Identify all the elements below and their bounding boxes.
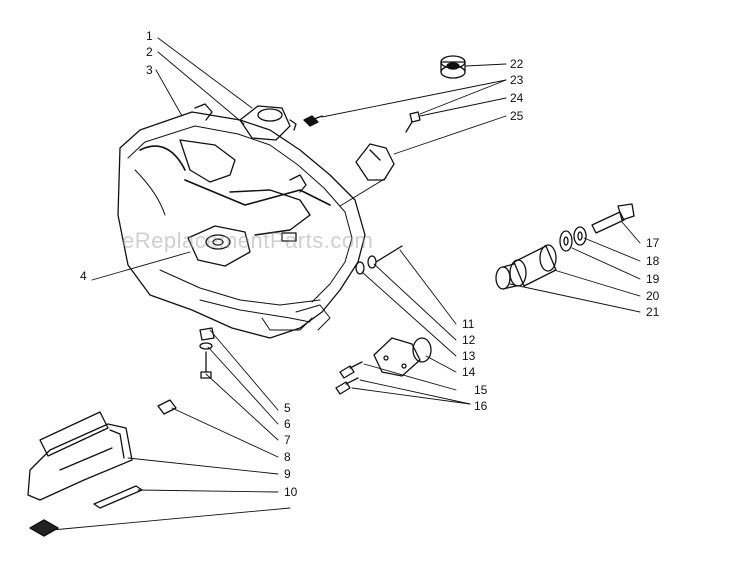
- callout-6: 6: [284, 417, 291, 431]
- main-housing: [118, 104, 365, 338]
- callout-9: 9: [284, 467, 291, 481]
- washer-part-19: [560, 231, 572, 251]
- callout-19: 19: [646, 272, 660, 286]
- callout-16: 16: [474, 399, 488, 413]
- pin-part-8: [158, 400, 176, 414]
- hardware-part-5-6-7: [200, 328, 214, 378]
- sleeve-part-21: [496, 264, 516, 289]
- mount-pad: [188, 226, 250, 266]
- pad-bottom: [30, 520, 58, 536]
- callout-13: 13: [462, 349, 476, 363]
- callout-18: 18: [646, 254, 660, 268]
- callout-15: 15: [474, 383, 488, 397]
- screw-part-23: [304, 116, 322, 126]
- bracket-part-9: [28, 412, 132, 500]
- callout-7: 7: [284, 433, 291, 447]
- callout-8: 8: [284, 450, 291, 464]
- callout-11: 11: [462, 317, 475, 331]
- callout-23: 23: [510, 73, 524, 87]
- grommet-part-22: [441, 56, 465, 78]
- callout-14: 14: [462, 365, 476, 379]
- callout-21: 21: [646, 305, 660, 319]
- callout-25: 25: [510, 109, 524, 123]
- callout-20: 20: [646, 289, 660, 303]
- bolt-part-17: [592, 204, 634, 233]
- callout-1: 1: [146, 29, 153, 43]
- watermark-text: eReplacementParts.com: [122, 228, 374, 253]
- strip-part-10: [94, 486, 142, 508]
- callout-2: 2: [146, 45, 153, 59]
- callout-10: 10: [284, 485, 298, 499]
- carburetor: [240, 106, 296, 140]
- leader-lines: [52, 38, 640, 530]
- washer-part-18: [574, 227, 586, 245]
- callout-4: 4: [80, 269, 87, 283]
- callout-22: 22: [510, 57, 524, 71]
- callout-12: 12: [462, 333, 476, 347]
- mount-part-14: [374, 338, 431, 376]
- cover-part-25: [356, 144, 394, 180]
- bushing-part-20: [510, 245, 556, 286]
- screw-part-24: [406, 112, 420, 132]
- callout-5: 5: [284, 401, 291, 415]
- screws-part-15-16: [336, 362, 362, 394]
- washers-part-12-13: [356, 246, 402, 274]
- callout-3: 3: [146, 63, 153, 77]
- callout-17: 17: [646, 236, 660, 250]
- callout-24: 24: [510, 91, 524, 105]
